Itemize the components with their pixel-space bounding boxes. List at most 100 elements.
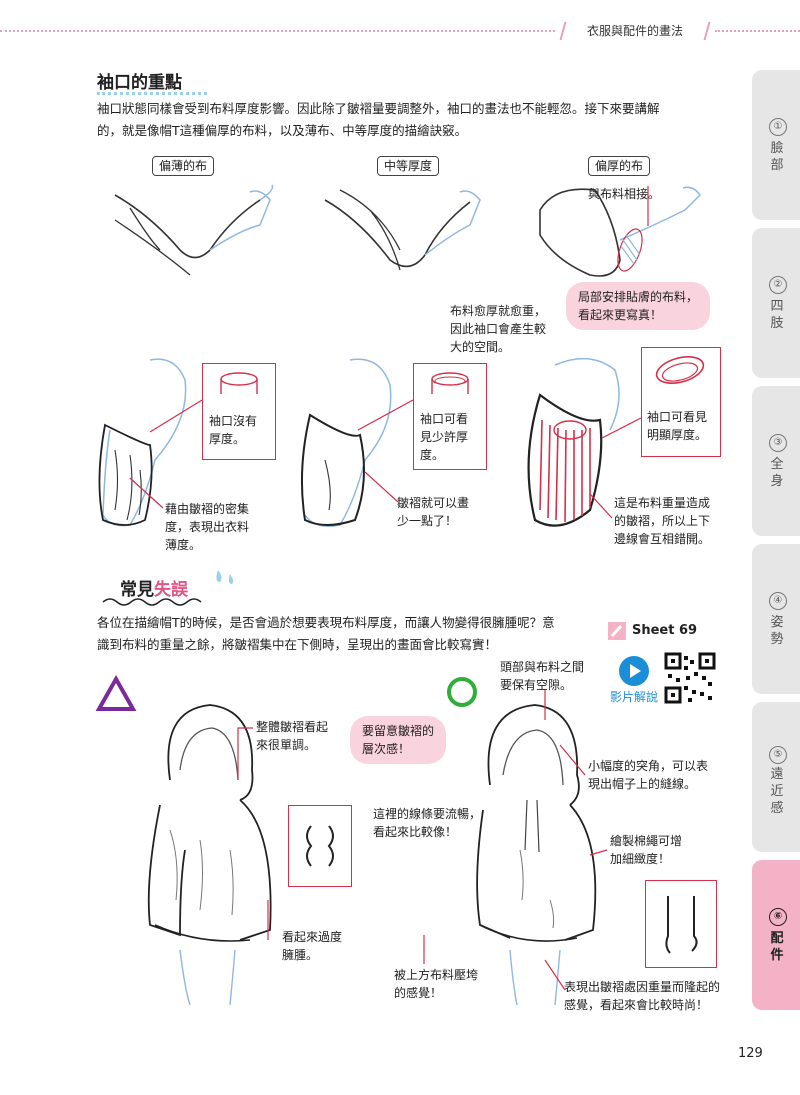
fold-brackets-icon	[306, 825, 334, 867]
note-line: 臃腫。	[282, 948, 319, 962]
tab-label: 臉部	[770, 141, 784, 173]
note-line: 大的空間。	[450, 340, 511, 354]
note-line: 繪製棉繩可增	[610, 834, 683, 848]
tab-number: ⑤	[769, 746, 787, 764]
bubble-layer-folds: 要留意皺褶的 層次感！	[350, 716, 447, 764]
note-hood-seam: 小幅度的突角，可以表 現出帽子上的縫線。	[588, 757, 708, 793]
note-line: 的感覺！	[394, 986, 443, 1000]
note-line: 袖口可看	[420, 412, 469, 426]
note-line: 薄度。	[165, 538, 202, 552]
tab-accessories[interactable]: ⑥ 配件	[752, 860, 800, 1010]
play-video-icon[interactable]	[617, 654, 651, 688]
tab-number: ②	[769, 276, 787, 294]
sheet-label: Sheet 69	[632, 623, 698, 638]
heading-underline-dots	[97, 92, 207, 95]
label-thick-fabric: 偏厚的布	[588, 156, 651, 176]
note-line: 度。	[420, 448, 445, 462]
hoodie-figure-bad	[147, 704, 272, 1006]
tab-label: 姿勢	[770, 615, 784, 647]
tab-label: 配件	[770, 931, 784, 963]
pencil-icon	[608, 622, 626, 640]
video-label[interactable]: 影片解說	[610, 690, 659, 704]
label-thin-fabric: 偏薄的布	[152, 156, 215, 176]
note-contact-fabric: 與布料相接。	[588, 187, 661, 201]
bubble-line: 局部安排貼膚的布料，	[578, 290, 699, 304]
tab-label: 遠近感	[770, 767, 784, 816]
note-too-bulky: 看起來過度 臃腫。	[282, 928, 342, 964]
note-line: 看起來過度	[282, 930, 343, 944]
heading-part: 常見	[120, 580, 154, 600]
forearm-sketch-thick	[527, 357, 620, 527]
note-line: 厚度。	[209, 432, 246, 446]
callout-box-cuff-drape	[645, 880, 717, 968]
note-line: 皺褶就可以畫	[397, 496, 470, 510]
note-line: 加細緻度！	[610, 852, 671, 866]
qr-code-icon[interactable]	[664, 652, 716, 704]
body-line: 袖口狀態同樣會受到布料厚度影響。因此除了皺褶量要調整外，袖口的畫法也不能輕忽。接…	[97, 101, 660, 116]
note-line: 袖口沒有	[209, 414, 258, 428]
bubble-line: 要留意皺褶的	[362, 724, 435, 738]
body-line: 識到布料的重量之餘，將皺褶集中在下側時，呈現出的畫面會比較寫實！	[97, 637, 498, 652]
tab-pose[interactable]: ④ 姿勢	[752, 544, 800, 694]
note-weight-folds: 這是布料重量造成 的皺褶，所以上下 邊線會互相錯開。	[614, 494, 710, 548]
arm-sketch-thick	[539, 186, 701, 277]
note-drawstring: 繪製棉繩可增 加細緻度！	[610, 832, 682, 868]
tab-face[interactable]: ① 臉部	[752, 70, 800, 220]
note-line: 的皺褶，所以上下	[614, 514, 711, 528]
body-line: 的，就是像帽T這種偏厚的布料，以及薄布、中等厚度的描繪訣竅。	[97, 123, 468, 138]
note-line: 頭部與布料之間	[500, 660, 585, 674]
bubble-fit-fabric: 局部安排貼膚的布料， 看起來更寫真！	[566, 282, 711, 330]
note-monotone-folds: 整體皺褶看起 來很單調。	[256, 718, 328, 754]
note-line: 邊線會互相錯開。	[614, 532, 711, 546]
note-line: 整體皺褶看起	[256, 720, 329, 734]
sweat-drop-icon	[216, 570, 234, 584]
tab-perspective[interactable]: ⑤ 遠近感	[752, 702, 800, 852]
note-stylish-folds: 表現出皺褶處因重量而隆起的 感覺，看起來會比較時尚！	[564, 978, 720, 1014]
note-line: 表現出皺褶處因重量而隆起的	[564, 980, 721, 994]
header-dotted-rule-left	[0, 30, 555, 32]
note-line: 來很單調。	[256, 738, 317, 752]
note-line: 少一點了！	[397, 514, 458, 528]
callout-box-fold-pattern	[288, 805, 352, 887]
header-dotted-rule-right	[715, 30, 800, 32]
tab-number: ⑥	[769, 908, 787, 926]
callout-leader-lines	[129, 186, 649, 991]
section2-body: 各位在描繪帽T的時候，是否會過於想要表現布料厚度，而讓人物變得很臃腫呢？意 識到…	[97, 612, 597, 656]
note-line: 要保有空隙。	[500, 678, 573, 692]
note-line: 感覺，看起來會比較時尚！	[564, 998, 709, 1012]
cuff-ring-thin-icon	[220, 372, 258, 394]
note-line: 現出帽子上的縫線。	[588, 777, 697, 791]
note-line: 藉由皺褶的密集	[165, 502, 250, 516]
note-line: 布料愈厚就愈重，	[450, 304, 547, 318]
arm-sketch-thin	[114, 184, 274, 276]
note-line: 因此袖口會產生較	[450, 322, 547, 336]
note-cuff-none: 袖口沒有 厚度。	[209, 412, 257, 448]
note-line: 度，表現出衣料	[165, 520, 250, 534]
callout-box-cuff-some: 袖口可看 見少許厚 度。	[413, 363, 487, 470]
forearm-sketch-medium	[300, 358, 392, 527]
note-dense-folds: 藉由皺褶的密集 度，表現出衣料 薄度。	[165, 500, 249, 554]
circle-mark-icon	[447, 677, 477, 707]
triangle-mark-icon	[95, 674, 137, 711]
note-line: 這裡的線條要流暢，	[373, 807, 482, 821]
page-number: 129	[738, 1046, 763, 1061]
forearm-sketch-thin	[98, 358, 187, 527]
note-line: 這是布料重量造成	[614, 496, 711, 510]
callout-box-cuff-clear: 袖口可看見 明顯厚度。	[641, 347, 721, 457]
tab-full-body[interactable]: ③ 全身	[752, 386, 800, 536]
note-cuff-clear: 袖口可看見 明顯厚度。	[647, 408, 707, 444]
callout-box-cuff-none: 袖口沒有 厚度。	[202, 363, 276, 460]
arm-sketch-medium	[324, 189, 481, 271]
tab-limbs[interactable]: ② 四肢	[752, 228, 800, 378]
tab-number: ①	[769, 118, 787, 136]
tab-label: 全身	[770, 457, 784, 489]
note-line: 小幅度的突角，可以表	[588, 759, 709, 773]
note-heavier-fabric: 布料愈厚就愈重， 因此袖口會產生較 大的空間。	[450, 302, 546, 356]
note-line: 明顯厚度。	[647, 428, 708, 442]
note-line: 袖口可看見	[647, 410, 708, 424]
heading-part-highlight: 失誤	[154, 580, 188, 600]
bubble-line: 層次感！	[362, 742, 411, 756]
note-pressed-fabric: 被上方布料壓垮 的感覺！	[394, 966, 478, 1002]
note-cuff-some: 袖口可看 見少許厚 度。	[420, 410, 468, 464]
section-heading-common-mistakes: 常見失誤	[120, 575, 188, 600]
